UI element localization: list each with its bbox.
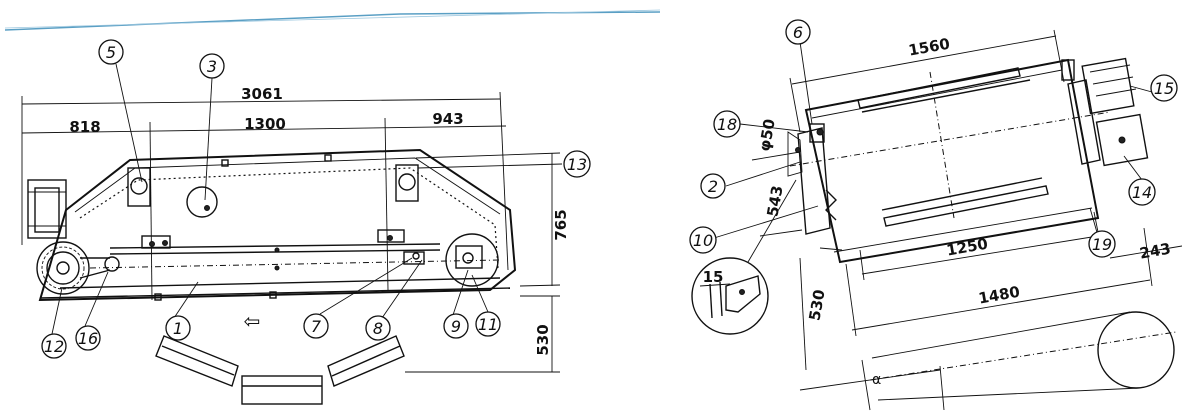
svg-text:8: 8 xyxy=(373,319,383,338)
dim-height: 765 xyxy=(552,209,570,240)
right-view: 1560 1250 1480 243 φ50 543 xyxy=(691,29,1182,411)
svg-text:6: 6 xyxy=(793,23,803,42)
drive-drum xyxy=(36,241,90,295)
balloon-9: 9 xyxy=(443,313,469,339)
lower-pulley xyxy=(1097,311,1175,389)
dim-right-height: 530 xyxy=(805,288,828,322)
magnet-disc xyxy=(186,186,218,218)
magnet-strip-bottom xyxy=(883,185,1049,227)
svg-text:15: 15 xyxy=(1154,79,1174,98)
dim-offset: 543 xyxy=(763,184,786,218)
upper-roller-right xyxy=(395,164,419,202)
balloon-12: 12 xyxy=(41,333,67,359)
dim-right-offset: 943 xyxy=(432,110,463,128)
dim-bottom-length: 1250 xyxy=(945,235,989,260)
svg-text:9: 9 xyxy=(451,317,461,336)
dim-lower-height: 530 xyxy=(534,324,552,355)
svg-text:18: 18 xyxy=(717,115,737,134)
tail-drum xyxy=(445,233,499,287)
svg-text:3: 3 xyxy=(207,57,217,76)
svg-text:16: 16 xyxy=(78,329,98,348)
balloon-11: 11 xyxy=(475,311,501,337)
top-edge-line xyxy=(4,9,661,31)
dim-diameter: φ50 xyxy=(755,118,778,153)
balloon-6: 6 xyxy=(785,19,811,45)
balloon-8: 8 xyxy=(365,315,391,341)
balloon-3: 3 xyxy=(199,53,225,79)
gearbox xyxy=(1095,113,1149,167)
balloon-2: 2 xyxy=(700,173,726,199)
right-motor xyxy=(1081,57,1135,115)
detail-dimension: 15 xyxy=(703,268,724,286)
balloon-5: 5 xyxy=(98,39,124,65)
balloon-16: 16 xyxy=(75,325,101,351)
conveyor-troughs xyxy=(155,335,405,405)
svg-text:14: 14 xyxy=(1132,183,1152,202)
left-bracket xyxy=(797,127,831,235)
svg-text:10: 10 xyxy=(693,231,713,250)
dim-side-offset: 243 xyxy=(1138,239,1172,262)
dim-lower-length: 1480 xyxy=(977,283,1021,308)
svg-text:7: 7 xyxy=(311,317,322,336)
balloon-14: 14 xyxy=(1128,178,1156,206)
svg-text:5: 5 xyxy=(106,43,116,62)
svg-text:19: 19 xyxy=(1092,235,1112,254)
svg-text:1: 1 xyxy=(173,319,183,338)
balloon-7: 7 xyxy=(303,313,329,339)
balloon-18: 18 xyxy=(713,110,741,138)
dim-overall-length: 3061 xyxy=(241,85,283,103)
svg-text:11: 11 xyxy=(478,315,498,334)
svg-text:12: 12 xyxy=(44,337,64,356)
detail-view xyxy=(691,257,769,335)
direction-arrow: ⇦ xyxy=(244,309,261,333)
magnet-strip-top xyxy=(857,67,1021,109)
frame-outline xyxy=(38,148,517,302)
left-view-separator: 3061 818 1300 943 xyxy=(21,63,570,405)
balloon-15: 15 xyxy=(1150,74,1178,102)
svg-text:13: 13 xyxy=(567,155,587,174)
dim-center-span: 1300 xyxy=(244,115,286,133)
balloon-1: 1 xyxy=(165,315,191,341)
angle-alpha: α xyxy=(872,372,881,388)
svg-text:2: 2 xyxy=(708,177,718,196)
dim-left-offset: 818 xyxy=(69,118,100,136)
balloon-13: 13 xyxy=(563,150,591,178)
balloon-19: 19 xyxy=(1088,230,1116,258)
balloon-10: 10 xyxy=(689,226,717,254)
